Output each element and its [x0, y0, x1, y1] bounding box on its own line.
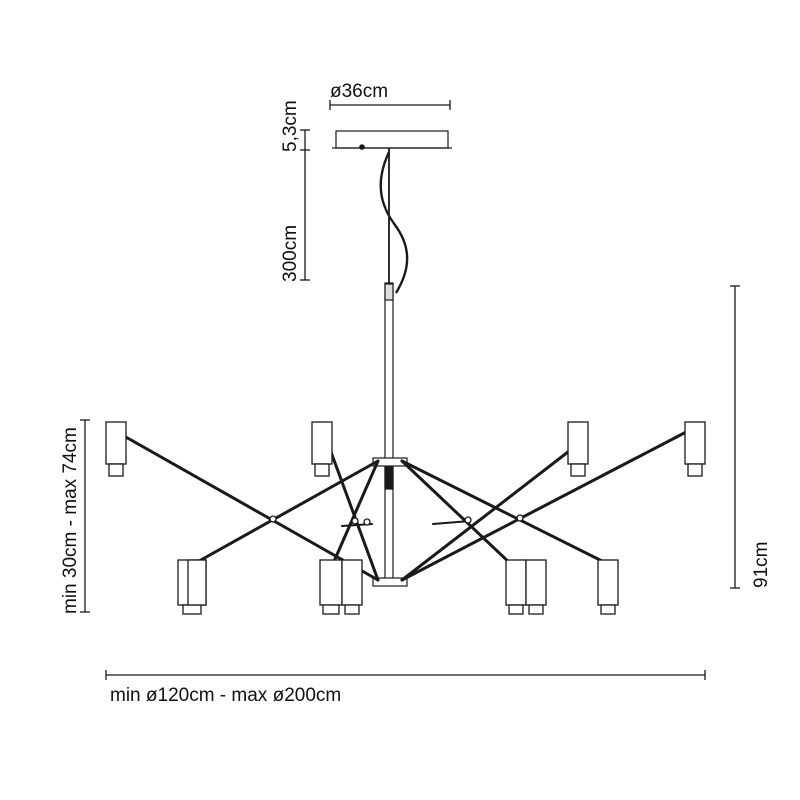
spot-head-lower-3 [341, 559, 363, 615]
cable-length-label: 300cm [280, 225, 301, 282]
canopy-diameter-label: ø36cm [330, 81, 388, 102]
lower-hub [372, 577, 408, 587]
central-stem [372, 282, 408, 587]
spot-head-upper-4 [684, 421, 706, 477]
arm-upper-right-2 [400, 459, 515, 568]
joint [516, 514, 524, 522]
spotlights [105, 421, 706, 615]
spot-head-upper-1 [105, 421, 127, 477]
spot-head-upper-2 [311, 421, 333, 477]
joint [351, 517, 359, 525]
arm-upper-left-1 [190, 459, 380, 567]
spot-head-lower-2 [319, 559, 343, 615]
canopy-screw [359, 144, 365, 150]
joint [363, 518, 371, 526]
arm-height-label: min 30cm - max 74cm [60, 427, 81, 614]
power-cord [379, 151, 409, 294]
spot-head-upper-3 [567, 421, 589, 477]
canopy-plate [335, 130, 449, 149]
link-right [432, 520, 471, 525]
spot-head-lower-6 [597, 559, 619, 615]
arm-upper-right-1 [400, 459, 612, 567]
spot-head-lower-4 [505, 559, 527, 615]
canopy [332, 130, 452, 150]
arm-lower-left-1 [329, 450, 380, 582]
dimension-lines [80, 100, 740, 680]
suspension [379, 148, 409, 294]
joint [269, 515, 277, 523]
canopy-height-label: 5,3cm [280, 100, 301, 152]
arm-lower-right-2 [400, 428, 692, 582]
arm-joints [269, 514, 524, 526]
spot-head-lower-1 [177, 559, 207, 615]
arms [122, 428, 692, 582]
spot-head-lower-5 [525, 559, 547, 615]
stem-tube [384, 282, 394, 584]
joint [464, 516, 472, 524]
stem-spring [384, 464, 394, 490]
stem-collar [384, 283, 394, 301]
body-height-label: 91cm [751, 542, 772, 588]
arm-lower-left-2 [122, 434, 380, 582]
arm-lower-right-1 [400, 443, 579, 582]
overall-diameter-label: min ø120cm - max ø200cm [110, 685, 341, 706]
